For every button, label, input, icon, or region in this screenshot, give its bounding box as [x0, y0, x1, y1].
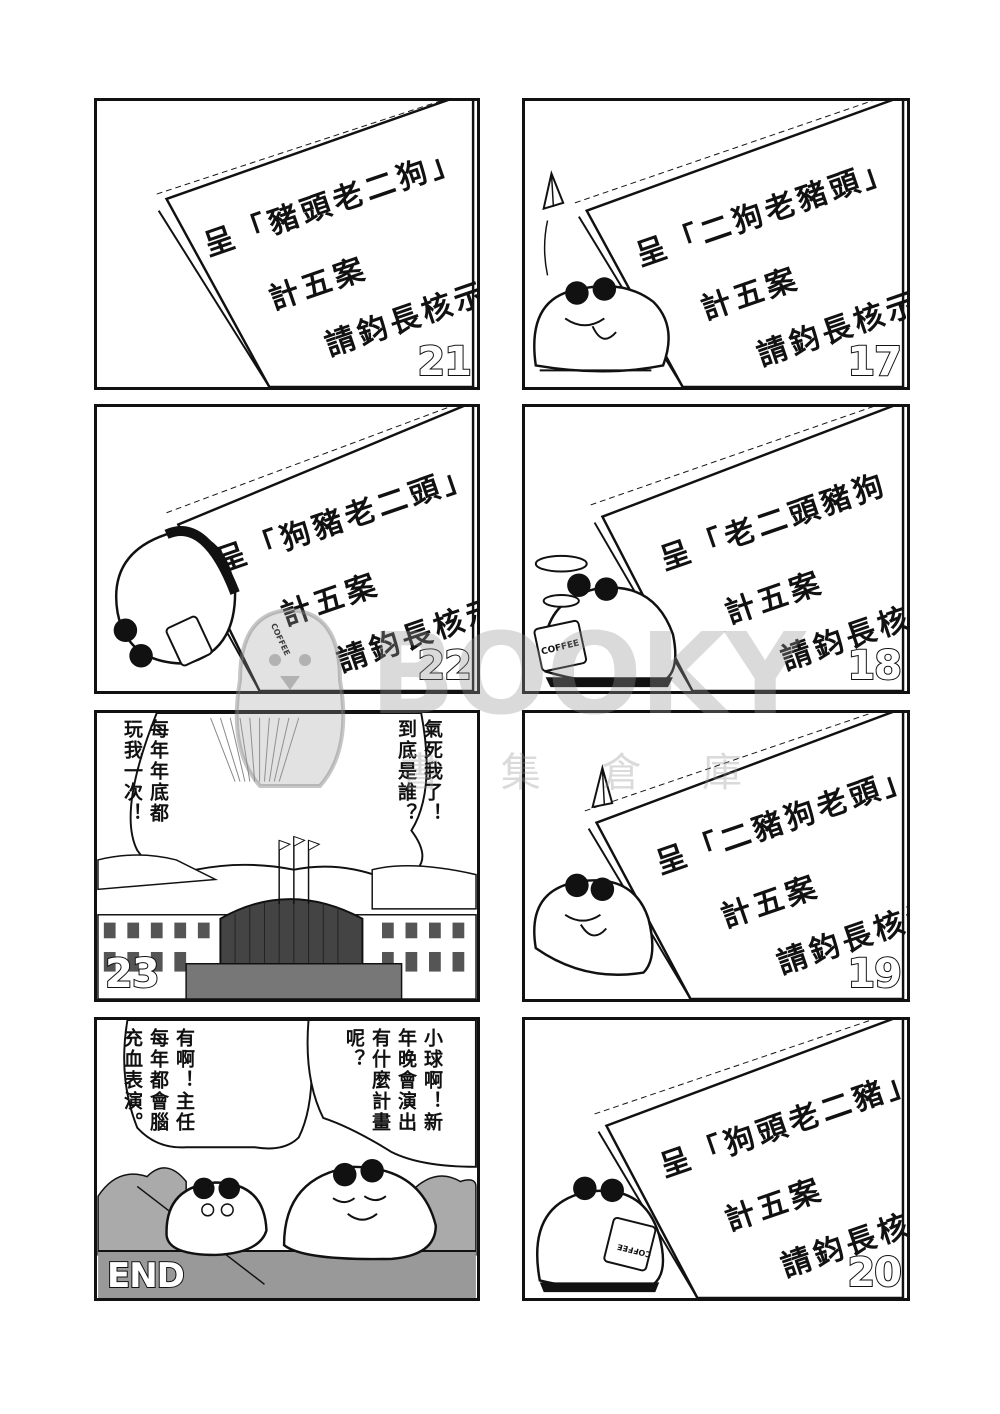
seal-character-icon [113, 526, 240, 668]
panel-number: 19 [846, 950, 903, 998]
comic-panel-21: 呈「豬頭老二狗」 計五案 請鈞長核示。 21 [94, 98, 480, 390]
paper-airplane-icon [591, 764, 614, 809]
panel-number: 22 [416, 642, 473, 690]
comic-panel-23: 每年年底都玩我一次！ 氣死我了！到底是誰？ 23 [94, 710, 480, 1002]
seals-dialogue-drawing [97, 1020, 477, 1298]
seal-character-icon [536, 1176, 665, 1293]
comic-panel-end: 有啊！主任每年都會腦充血表演。 小球啊！新年晚會演出有什麼計畫呢？ END [94, 1017, 480, 1301]
paper-airplane-icon [542, 170, 565, 276]
seal-character-icon [282, 1159, 438, 1261]
document-sheet-drawing [533, 713, 905, 999]
speech-bubble-right: 氣死我了！到底是誰？ [395, 719, 443, 824]
seal-character-icon [533, 277, 670, 373]
seal-character-icon [533, 554, 677, 688]
comic-panel-19: 呈「二豬狗老頭」 計五案 請鈞長核示。 19 [522, 710, 910, 1002]
panel-number: 21 [416, 338, 473, 386]
end-label: END [106, 1255, 186, 1297]
seal-character-icon [533, 873, 654, 976]
comic-panel-18: 呈「老二頭豬狗 計五案 請鈞長核示。 COFFEE 18 [522, 404, 910, 694]
document-sheet-drawing [113, 407, 475, 691]
comic-panel-22: 呈「狗豬老二頭」 計五案 請鈞長核示。 COFFEE 22 [94, 404, 480, 694]
building-scene-drawing [97, 713, 477, 999]
speech-bubble-right: 小球啊！新年晚會演出有什麼計畫呢？ [343, 1028, 443, 1133]
panel-number: 23 [104, 950, 161, 998]
panel-number: 18 [846, 642, 903, 690]
comic-panel-17: 呈「二狗老豬頭」 計五案 請鈞長核示。 17 [522, 98, 910, 390]
document-sheet-drawing [156, 101, 475, 387]
speech-bubble-left: 有啊！主任每年都會腦充血表演。 [121, 1028, 195, 1133]
panel-number: 20 [846, 1249, 903, 1297]
speech-bubble-left: 每年年底都玩我一次！ [121, 719, 169, 824]
seal-character-icon [165, 1177, 268, 1257]
document-sheet-drawing [533, 101, 905, 387]
panel-number: 17 [846, 338, 903, 386]
document-sheet-drawing [533, 407, 905, 691]
comic-panel-20: 呈「狗頭老二豬」 計五案 請鈞長核示。 COFFEE 20 [522, 1017, 910, 1301]
document-sheet-drawing [536, 1020, 905, 1298]
